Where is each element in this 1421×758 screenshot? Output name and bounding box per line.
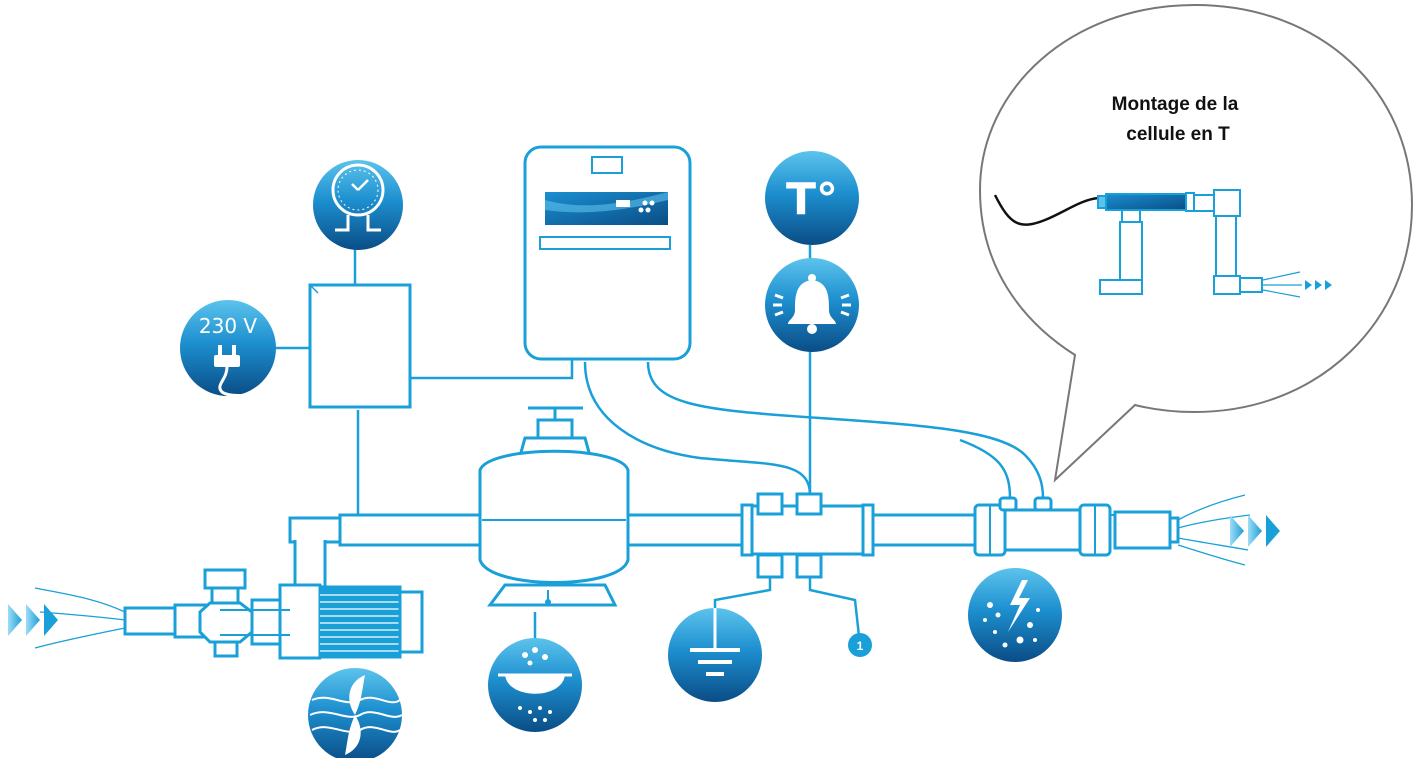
callout-title-line2: cellule en T — [1126, 124, 1230, 145]
flow-arrows-icon — [8, 604, 58, 636]
outlet-flow — [1177, 494, 1280, 566]
filter-strainer-icon — [488, 638, 582, 732]
numbered-badge: 1 — [848, 633, 872, 657]
inlet-flow — [8, 587, 126, 649]
wiring — [275, 245, 1045, 646]
sensor-manifold — [740, 492, 875, 579]
t-cell-sketch — [993, 189, 1332, 298]
pump — [198, 568, 424, 660]
flow-arrows-icon — [1230, 515, 1280, 547]
pump-propeller-icon — [308, 668, 403, 758]
timer-box — [308, 283, 412, 409]
callout-bubble: Montage de la cellule en T — [978, 3, 1414, 483]
badge-number: 1 — [857, 639, 864, 653]
alarm-bell-icon — [765, 258, 859, 352]
ground-earth-icon — [668, 608, 762, 702]
voltage-label: 230 V — [199, 314, 258, 338]
callout-title-line1: Montage de la — [1112, 94, 1239, 115]
thermometer-icon: T° — [765, 151, 859, 245]
power-plug-icon: 230 V — [180, 300, 276, 397]
electrolysis-cell — [973, 496, 1115, 557]
timer-clock-icon — [313, 160, 403, 250]
temperature-label: T° — [786, 174, 838, 225]
electrolysis-icon — [968, 568, 1062, 662]
sand-filter — [478, 406, 630, 607]
electrolyser-controller — [523, 145, 692, 361]
